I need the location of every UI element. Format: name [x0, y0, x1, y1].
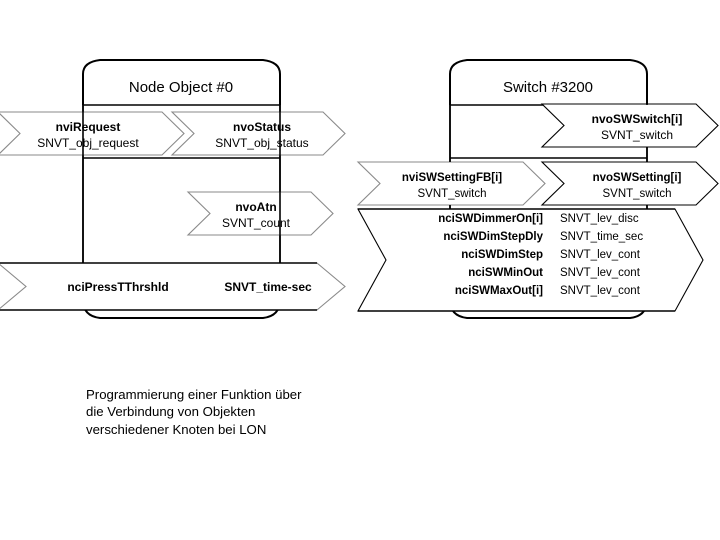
arrow-nvirequest[interactable] — [0, 111, 185, 156]
arrow-nviswsettingfb[interactable] — [356, 161, 546, 206]
nvoswswitch-type: SVNT_switch — [601, 128, 673, 142]
figure-caption: Programmierung einer Funktion über die V… — [86, 387, 302, 437]
nciswdimstep-name: nciSWDimStep — [461, 249, 543, 261]
nvoswswitch-name: nvoSWSwitch[i] — [592, 112, 683, 126]
arrow-nvoatn[interactable] — [186, 191, 334, 236]
node-switch: Switch #3200 nvoSWSwitch[i] SVNT_switch … — [356, 59, 719, 319]
arrow-nvoswsetting[interactable] — [540, 161, 719, 206]
nvostatus-type: SNVT_obj_status — [215, 136, 308, 150]
ncipresstthrshld-type: SNVT_time-sec — [224, 280, 312, 294]
nvoswsetting-name: nvoSWSetting[i] — [593, 172, 682, 184]
ncipresstthrshld-name: nciPressTThrshld — [67, 280, 168, 294]
nvoswsetting-type: SVNT_switch — [602, 188, 671, 200]
switch-outline-top — [449, 59, 648, 105]
node-object-title: Node Object #0 — [129, 79, 233, 96]
nciswdimstepdly-type: SNVT_time_sec — [560, 231, 643, 243]
nciswmaxout-type: SNVT_lev_cont — [560, 285, 641, 297]
nvoatn-type: SVNT_count — [222, 216, 291, 230]
node-node-object: Node Object #0 nviRequest SNVT_obj_reque… — [0, 59, 346, 319]
nvirequest-type: SNVT_obj_request — [37, 136, 139, 150]
nciswdimstepdly-name: nciSWDimStepDly — [443, 231, 543, 243]
node-object-outline — [82, 59, 281, 105]
node-edge-overlays — [82, 88, 648, 263]
nciswminout-name: nciSWMinOut — [468, 267, 543, 279]
nvoatn-name: nvoAtn — [235, 200, 276, 214]
nviswsettingfb-name: nviSWSettingFB[i] — [402, 172, 502, 184]
arrow-nvostatus[interactable] — [170, 111, 346, 156]
nciswdimmeron-name: nciSWDimmerOn[i] — [438, 213, 543, 225]
nciswmaxout-name: nciSWMaxOut[i] — [455, 285, 543, 297]
nciswdimmeron-type: SNVT_lev_disc — [560, 213, 639, 225]
nviswsettingfb-type: SVNT_switch — [417, 188, 486, 200]
nvirequest-name: nviRequest — [56, 120, 121, 134]
nvostatus-name: nvoStatus — [233, 120, 291, 134]
switch-title: Switch #3200 — [503, 79, 593, 96]
arrow-nvoswswitch[interactable] — [540, 103, 719, 148]
nciswminout-type: SNVT_lev_cont — [560, 267, 641, 279]
nciswdimstep-type: SNVT_lev_cont — [560, 249, 641, 261]
